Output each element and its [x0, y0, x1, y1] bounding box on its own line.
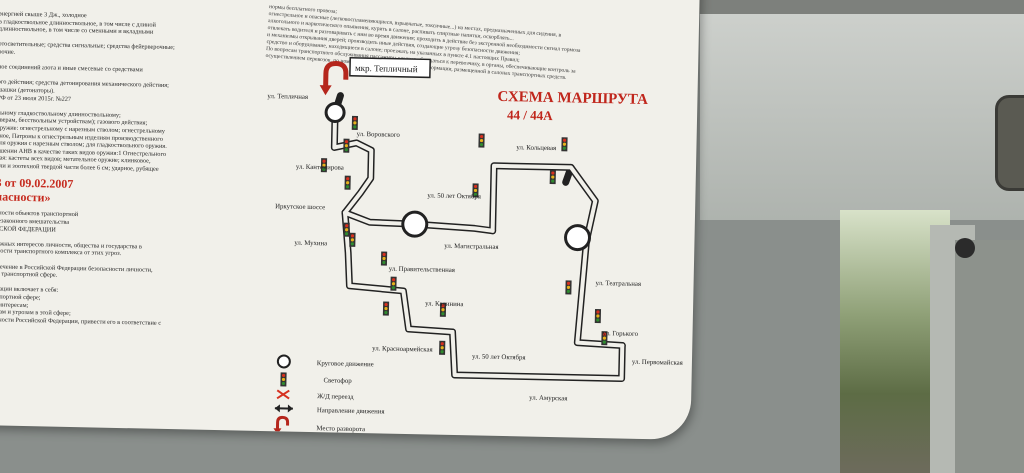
traffic-lights [320, 115, 608, 355]
street-50-oktyabrya-bottom: ул. 50 лет Октября [472, 353, 526, 361]
street-teatralnaya: ул. Театральная [595, 280, 641, 288]
legend-uturn-icon [273, 415, 290, 435]
traffic-light-icon [320, 158, 328, 173]
terminus-label: мкр. Тепличный [355, 63, 418, 74]
legend-traffic-light-icon [280, 372, 287, 387]
traffic-light-icon [478, 133, 485, 148]
legend: Круговое движение Светофор Ж/Д переезд [273, 354, 385, 435]
legend-railway-icon [276, 389, 290, 400]
street-krasnoarmeyskaya: ул. Красноармейская [372, 345, 433, 353]
traffic-light-icon [472, 183, 479, 198]
uturn-icon [319, 60, 349, 96]
street-pravitelstvennaya: ул. Правительственная [389, 266, 455, 274]
roundabouts [324, 101, 592, 252]
traffic-light-icon [565, 280, 572, 295]
traffic-light-icon [549, 169, 556, 185]
street-mukhina: ул. Мухина [294, 240, 327, 248]
street-amurskaya: ул. Амурская [529, 395, 567, 403]
street-koltsevaya: ул. Кольцевая [516, 144, 556, 152]
roundabout-teplichnaya [324, 101, 346, 123]
legend-direction-icon [274, 404, 293, 413]
route-scheme: мкр. Тепличный СХЕМА МАРШРУТА 44 / 44А у… [267, 57, 683, 435]
legend-roundabout: Круговое движение [317, 360, 374, 368]
legend-railway: Ж/Д переезд [317, 393, 354, 401]
street-kantemirova: ул. Кантемирова [296, 164, 344, 172]
street-gorkogo: ул. Горького [602, 330, 638, 338]
door-frame [955, 240, 1024, 473]
street-irkutskoe: Иркутское шоссе [275, 203, 325, 211]
security-camera [955, 238, 975, 258]
bus-ceiling [700, 0, 1024, 220]
legend-uturn: Место разворота [316, 425, 365, 433]
traffic-light-icon [390, 276, 397, 291]
terminus-box [349, 57, 431, 79]
street-magistralnaya: ул. Магистральная [444, 243, 498, 251]
traffic-light-icon [601, 331, 608, 346]
rear-view-mirror [995, 95, 1024, 191]
legend-traffic-light: Светофор [323, 377, 352, 385]
street-50-oktyabrya-top: ул. 50 лет Октября [427, 192, 481, 200]
street-teplichnaya: ул. Тепличная [267, 93, 308, 101]
traffic-light-icon [439, 340, 446, 355]
scheme-routes: 44 / 44А [507, 107, 553, 123]
legend-roundabout-icon [276, 354, 291, 369]
street-pervomayskaya: ул. Первомайская [632, 359, 683, 367]
street-kalinina: ул. Калинина [425, 300, 464, 308]
traffic-light-icon [382, 301, 390, 316]
street-vorovskogo: ул. Воровского [357, 131, 401, 139]
roundabout-magistralnaya [401, 210, 429, 238]
traffic-light-icon [439, 302, 447, 317]
traffic-light-icon [351, 115, 359, 130]
scheme-title: СХЕМА МАРШРУТА [497, 89, 648, 108]
traffic-light-icon [344, 175, 351, 190]
traffic-light-icon [343, 222, 350, 237]
traffic-light-icon [594, 308, 602, 324]
roundabout-teatralnaya [564, 224, 592, 252]
legend-direction: Направление движения [317, 407, 385, 415]
traffic-light-icon [561, 137, 568, 152]
info-placard: нормы бесплатного провоза;огнестрельное … [0, 0, 700, 440]
traffic-light-icon [380, 251, 388, 266]
traffic-light-icon [349, 232, 356, 247]
traffic-light-icon [343, 138, 350, 153]
